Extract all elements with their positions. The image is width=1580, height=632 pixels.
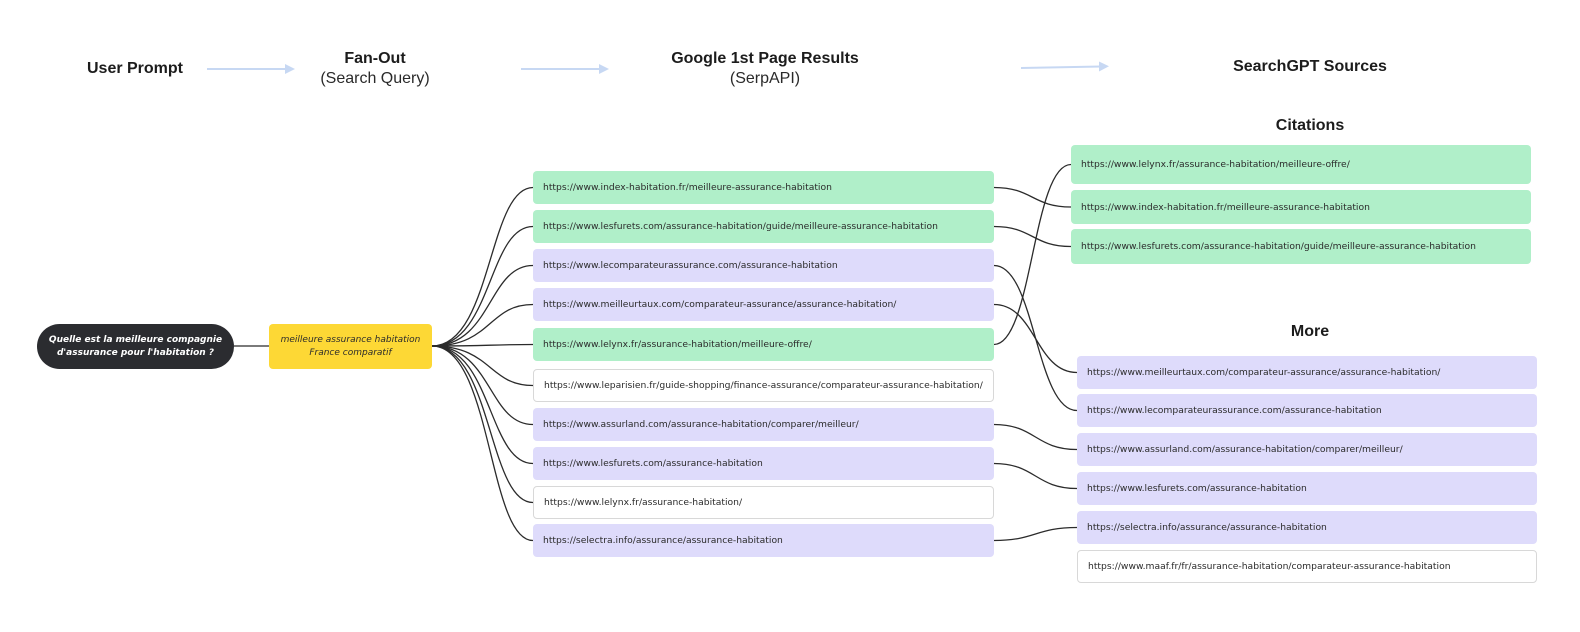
- user-prompt-line-1: Quelle est la meilleure compagnie: [48, 334, 223, 345]
- result-to-source-connector: [993, 303, 1078, 374]
- google-result-item[interactable]: https://www.index-habitation.fr/meilleur…: [533, 171, 994, 204]
- header-fan-out-title: Fan-Out: [344, 50, 406, 67]
- more-source-item[interactable]: https://www.meilleurtaux.com/comparateur…: [1077, 356, 1537, 389]
- google-result-item[interactable]: https://www.lecomparateurassurance.com/a…: [533, 249, 994, 282]
- citation-item[interactable]: https://www.lelynx.fr/assurance-habitati…: [1071, 145, 1531, 184]
- query-to-result-connector: [431, 343, 534, 347]
- google-result-item[interactable]: https://www.leparisien.fr/guide-shopping…: [533, 369, 994, 402]
- citation-item[interactable]: https://www.index-habitation.fr/meilleur…: [1071, 190, 1531, 224]
- arrow-right-icon: [1020, 61, 1109, 72]
- more-source-item[interactable]: https://www.maaf.fr/fr/assurance-habitat…: [1077, 550, 1537, 583]
- header-google-subtitle: (SerpAPI): [729, 70, 801, 87]
- header-fan-out-subtitle: (Search Query): [320, 70, 430, 87]
- header-user-prompt: User Prompt: [60, 60, 210, 78]
- query-to-result-connector: [431, 225, 534, 347]
- query-to-result-connector: [431, 345, 534, 542]
- result-to-source-connector: [993, 462, 1078, 490]
- google-result-item[interactable]: https://www.lelynx.fr/assurance-habitati…: [533, 328, 994, 361]
- google-result-item[interactable]: https://www.lesfurets.com/assurance-habi…: [533, 210, 994, 243]
- user-prompt-line-2: d'assurance pour l'habitation ?: [56, 347, 215, 358]
- query-to-result-connector: [431, 264, 534, 347]
- google-result-item[interactable]: https://www.lesfurets.com/assurance-habi…: [533, 447, 994, 480]
- query-to-result-connector: [431, 345, 534, 387]
- query-to-result-connector: [431, 345, 534, 504]
- citation-item[interactable]: https://www.lesfurets.com/assurance-habi…: [1071, 229, 1531, 264]
- section-more-label: More: [1290, 323, 1330, 340]
- google-result-item[interactable]: https://www.lelynx.fr/assurance-habitati…: [533, 486, 994, 519]
- user-prompt-node: Quelle est la meilleure compagnie d'assu…: [37, 324, 234, 369]
- search-query-node: meilleure assurance habitation France co…: [269, 324, 432, 369]
- more-source-item[interactable]: https://selectra.info/assurance/assuranc…: [1077, 511, 1537, 544]
- result-to-source-connector: [993, 186, 1072, 208]
- more-source-item[interactable]: https://www.lesfurets.com/assurance-habi…: [1077, 472, 1537, 505]
- google-result-item[interactable]: https://selectra.info/assurance/assuranc…: [533, 524, 994, 557]
- query-to-result-connector: [431, 345, 534, 465]
- search-query-line-1: meilleure assurance habitation: [280, 334, 421, 345]
- google-result-item[interactable]: https://www.meilleurtaux.com/comparateur…: [533, 288, 994, 321]
- more-source-item[interactable]: https://www.lecomparateurassurance.com/a…: [1077, 394, 1537, 427]
- query-to-result-connector: [431, 186, 534, 347]
- header-searchgpt: SearchGPT Sources: [1190, 58, 1430, 76]
- header-searchgpt-title: SearchGPT Sources: [1233, 58, 1387, 75]
- header-google-title: Google 1st Page Results: [671, 50, 859, 67]
- section-citations-label: Citations: [1275, 117, 1345, 134]
- result-to-source-connector: [993, 225, 1072, 248]
- arrow-right-icon: [207, 64, 295, 74]
- arrow-right-icon: [521, 64, 609, 74]
- more-source-item[interactable]: https://www.assurland.com/assurance-habi…: [1077, 433, 1537, 466]
- query-to-result-connector: [431, 345, 534, 426]
- result-to-source-connector: [993, 163, 1072, 346]
- header-user-prompt-title: User Prompt: [86, 60, 184, 77]
- search-query-line-2: France comparatif: [309, 347, 392, 358]
- google-result-item[interactable]: https://www.assurland.com/assurance-habi…: [533, 408, 994, 441]
- result-to-source-connector: [993, 423, 1078, 451]
- result-to-source-connector: [993, 526, 1078, 542]
- header-fan-out: Fan-Out (Search Query): [290, 50, 460, 88]
- result-to-source-connector: [993, 264, 1078, 412]
- query-to-result-connector: [431, 303, 534, 347]
- header-google: Google 1st Page Results (SerpAPI): [640, 50, 890, 88]
